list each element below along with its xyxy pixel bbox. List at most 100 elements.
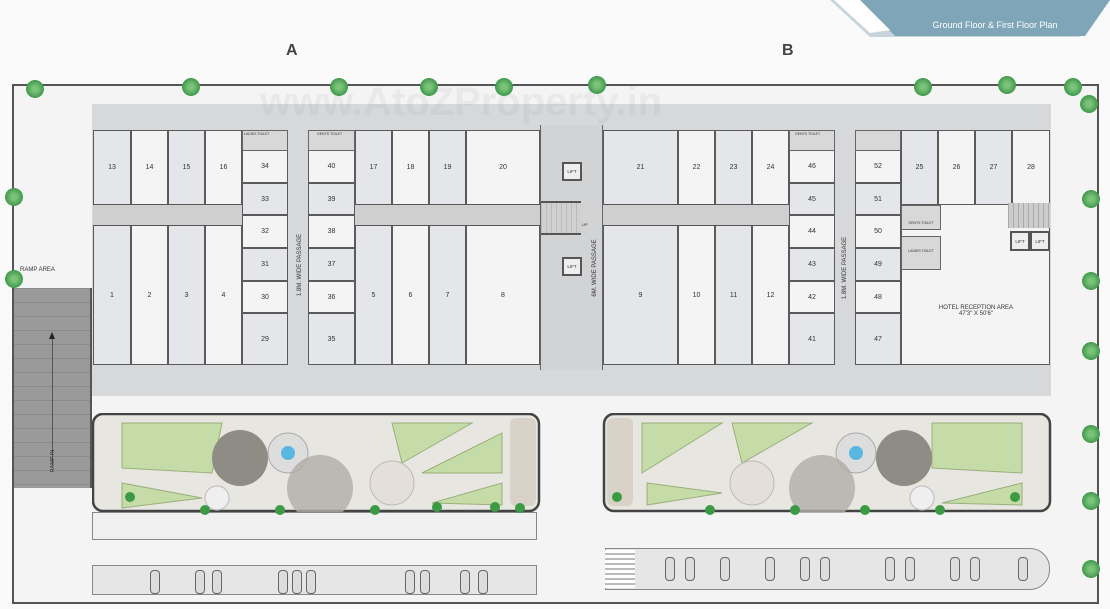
- unit-42[interactable]: 42: [789, 281, 835, 313]
- unit-number: 9: [638, 291, 643, 299]
- unit-18[interactable]: 18: [392, 130, 429, 205]
- unit-13[interactable]: 13: [93, 130, 131, 205]
- tree-icon: [914, 78, 932, 96]
- unit-31[interactable]: 31: [242, 248, 288, 281]
- unit-45[interactable]: 45: [789, 183, 835, 215]
- unit-46[interactable]: 46: [789, 150, 835, 183]
- unit-10[interactable]: 10: [678, 225, 715, 365]
- unit-51[interactable]: 51: [855, 183, 901, 215]
- unit-number: 37: [327, 261, 336, 268]
- unit-number: 31: [261, 261, 269, 268]
- car-icon: [950, 557, 960, 581]
- unit-6[interactable]: 6: [392, 225, 429, 365]
- unit-39[interactable]: 39: [308, 183, 355, 215]
- unit-16[interactable]: 16: [205, 130, 242, 205]
- unit-41[interactable]: 41: [789, 313, 835, 365]
- ramp-area-label: RAMP AREA: [20, 267, 55, 273]
- staircase: [541, 201, 581, 235]
- unit-25[interactable]: 25: [901, 130, 938, 205]
- unit-33[interactable]: 33: [242, 183, 288, 215]
- road: [92, 512, 537, 540]
- unit-47[interactable]: 47: [855, 313, 901, 365]
- unit-36[interactable]: 36: [308, 281, 355, 313]
- gents-toilet: GENTS TOILET: [308, 130, 355, 151]
- unit-40[interactable]: 40: [308, 150, 355, 183]
- unit-50[interactable]: 50: [855, 215, 901, 248]
- unit-7[interactable]: 7: [429, 225, 466, 365]
- unit-15[interactable]: 15: [168, 130, 205, 205]
- lift: LIFT: [562, 162, 582, 181]
- hotel-reception-title: HOTEL RECEPTION AREA: [938, 305, 1014, 311]
- tree-icon: [26, 80, 44, 98]
- unit-8[interactable]: 8: [466, 225, 540, 365]
- unit-number: 25: [915, 164, 924, 171]
- shrub-icon: [935, 505, 945, 515]
- unit-43[interactable]: 43: [789, 248, 835, 281]
- ramp-in-label: RAMP IN: [50, 449, 56, 473]
- car-icon: [1018, 557, 1028, 581]
- unit-44[interactable]: 44: [789, 215, 835, 248]
- unit-29[interactable]: 29: [242, 313, 288, 365]
- unit-38[interactable]: 38: [308, 215, 355, 248]
- unit-23[interactable]: 23: [715, 130, 752, 205]
- unit-21[interactable]: 21: [603, 130, 678, 205]
- car-icon: [478, 570, 488, 594]
- unit-number: 38: [327, 228, 336, 235]
- unit-34[interactable]: 34: [242, 150, 288, 183]
- unit-number: 15: [182, 164, 191, 171]
- unit-number: 8: [501, 291, 505, 299]
- unit-48[interactable]: 48: [855, 281, 901, 313]
- unit-number: 18: [406, 164, 415, 171]
- unit-number: 28: [1027, 164, 1035, 171]
- tree-icon: [5, 188, 23, 206]
- unit-30[interactable]: 30: [242, 281, 288, 313]
- tree-icon: [330, 78, 348, 96]
- unit-22[interactable]: 22: [678, 130, 715, 205]
- unit-12[interactable]: 12: [752, 225, 789, 365]
- unit-9[interactable]: 9: [603, 225, 678, 365]
- shrub-icon: [275, 505, 285, 515]
- shrub-icon: [790, 505, 800, 515]
- shrub-icon: [612, 492, 622, 502]
- unit-26[interactable]: 26: [938, 130, 975, 205]
- gents-toilet: GENTS TOILET: [789, 130, 835, 151]
- tree-icon: [998, 76, 1016, 94]
- unit-2[interactable]: 2: [131, 225, 168, 365]
- unit-number: 13: [108, 164, 116, 171]
- zebra-crossing: [605, 550, 635, 588]
- unit-14[interactable]: 14: [131, 130, 168, 205]
- unit-19[interactable]: 19: [429, 130, 466, 205]
- wing-b-label: B: [782, 42, 794, 59]
- unit-number: 2: [147, 291, 152, 299]
- unit-49[interactable]: 49: [855, 248, 901, 281]
- wing-a-label: A: [286, 42, 298, 59]
- unit-number: 52: [874, 163, 882, 170]
- unit-24[interactable]: 24: [752, 130, 789, 205]
- car-icon: [665, 557, 675, 581]
- unit-52[interactable]: 52: [855, 150, 901, 183]
- unit-37[interactable]: 37: [308, 248, 355, 281]
- unit-27[interactable]: 27: [975, 130, 1012, 205]
- unit-32[interactable]: 32: [242, 215, 288, 248]
- gents-toilet: GENTS TOILET: [901, 205, 941, 230]
- unit-number: 21: [636, 164, 645, 171]
- unit-11[interactable]: 11: [715, 225, 752, 365]
- unit-4[interactable]: 4: [205, 225, 242, 365]
- unit-number: 30: [261, 293, 269, 301]
- tree-icon: [1082, 342, 1100, 360]
- unit-35[interactable]: 35: [308, 313, 355, 365]
- car-icon: [292, 570, 302, 594]
- unit-number: 5: [371, 291, 376, 299]
- toilet: [855, 130, 901, 151]
- unit-1[interactable]: 1: [93, 225, 131, 365]
- unit-5[interactable]: 5: [355, 225, 392, 365]
- unit-number: 11: [729, 291, 738, 299]
- unit-17[interactable]: 17: [355, 130, 392, 205]
- car-icon: [800, 557, 810, 581]
- unit-number: 12: [766, 291, 775, 299]
- unit-number: 6: [408, 291, 413, 299]
- unit-3[interactable]: 3: [168, 225, 205, 365]
- unit-28[interactable]: 28: [1012, 130, 1050, 205]
- unit-20[interactable]: 20: [466, 130, 540, 205]
- lift: LIFT: [1030, 231, 1050, 251]
